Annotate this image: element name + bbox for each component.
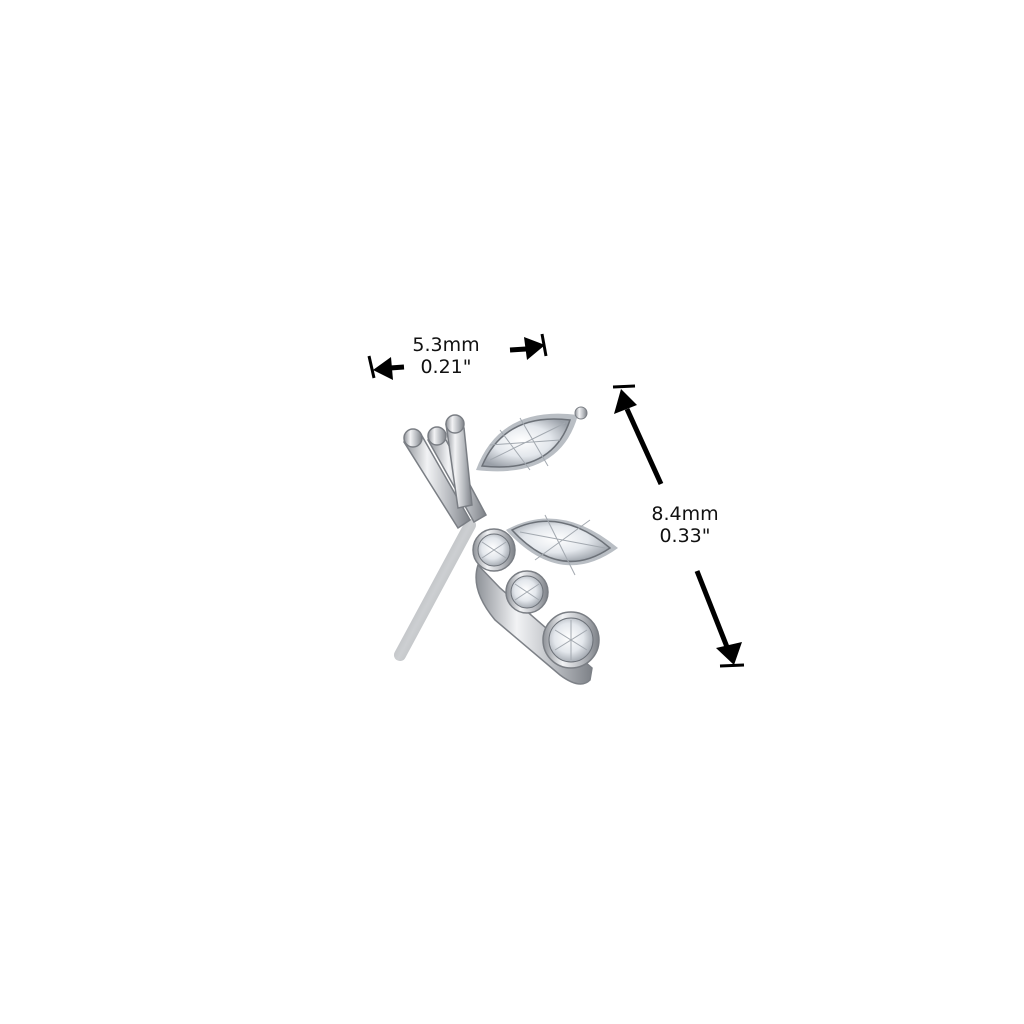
round-gem-1 <box>472 528 516 572</box>
height-metric-value: 8.4mm <box>651 503 719 525</box>
stem-arms <box>403 414 488 530</box>
height-dimension-arrow-top <box>612 384 664 486</box>
threadless-pin <box>394 519 476 661</box>
width-dimension-label: 5.3mm 0.21" <box>406 334 486 378</box>
round-gem-2 <box>505 570 549 614</box>
round-gem-3 <box>542 611 600 669</box>
width-imperial-value: 0.21" <box>420 356 472 378</box>
height-imperial-value: 0.33" <box>659 525 711 547</box>
height-dimension-label: 8.4mm 0.33" <box>640 503 730 547</box>
jewelry-piece <box>394 406 618 685</box>
height-dimension-arrow-bottom <box>694 570 745 668</box>
width-metric-value: 5.3mm <box>412 334 480 356</box>
width-dimension-arrow-right <box>509 333 548 360</box>
marquise-gem-middle <box>506 514 618 576</box>
marquise-gem-top <box>476 406 588 472</box>
width-dimension-arrow-left <box>367 355 405 380</box>
